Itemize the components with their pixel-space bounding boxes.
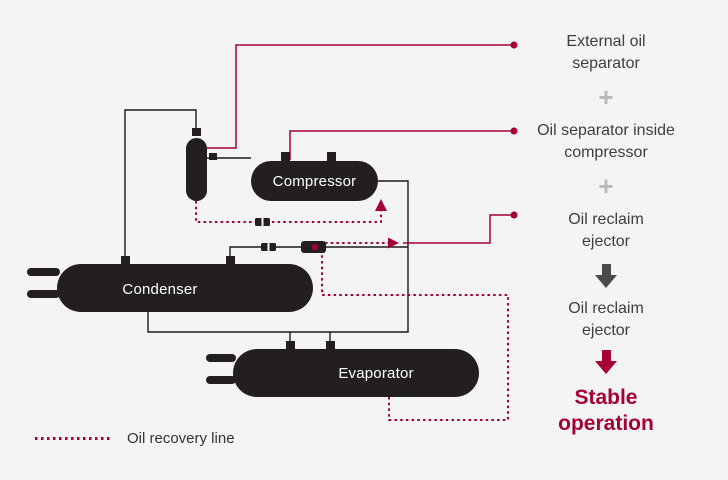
evaporator-stub-pipe xyxy=(206,354,236,362)
condenser-stub-pipe xyxy=(27,268,60,276)
evaporator-stub-pipe xyxy=(206,376,236,384)
annotation-oil-separator-inside-compressor: Oil separator inside compressor xyxy=(537,122,675,161)
legend: Oil recovery line xyxy=(35,430,235,447)
down-arrow-icon xyxy=(595,264,617,288)
leader-dot-icons xyxy=(510,41,518,219)
legend-label: Oil recovery line xyxy=(127,430,235,447)
oil-recovery-lines xyxy=(195,201,509,421)
valve-gaps xyxy=(261,218,270,251)
right-arrow-icon xyxy=(388,237,399,249)
condenser-top-fitting xyxy=(226,256,235,264)
annotation-column: External oil separator + Oil separator i… xyxy=(500,31,712,437)
oil-recovery-line-sample-icon xyxy=(35,437,113,440)
compressor-top-fitting xyxy=(327,152,336,161)
annotation-oil-reclaim-ejector-2: Oil reclaim ejector xyxy=(568,300,644,339)
evaporator-vessel xyxy=(233,349,479,397)
condenser-label: Condenser xyxy=(122,281,198,298)
condenser-stub-pipe xyxy=(27,290,60,298)
condenser-vessel xyxy=(57,264,313,312)
down-arrow-icon xyxy=(595,350,617,374)
evaporator-top-fitting xyxy=(286,341,295,349)
annotation-oil-reclaim-ejector: Oil reclaim ejector xyxy=(568,211,644,250)
annotation-stable-operation: Stable operation xyxy=(558,386,654,435)
leader-lines xyxy=(207,44,514,244)
evaporator-label: Evaporator xyxy=(338,365,414,382)
pipe-fitting xyxy=(209,153,217,160)
oil-line-evaporator-to-ejector xyxy=(321,254,509,421)
annotation-external-oil-separator: External oil separator xyxy=(566,33,646,72)
plus-icon: + xyxy=(598,171,614,201)
compressor-label: Compressor xyxy=(272,173,357,190)
condenser-top-fitting xyxy=(121,256,130,264)
compressor-top-fitting xyxy=(281,152,290,161)
compressor-vessel xyxy=(251,161,378,201)
up-arrow-icon xyxy=(375,199,387,211)
external-oil-separator-vessel xyxy=(186,138,207,201)
separator-top-fitting xyxy=(192,128,201,136)
plus-icon: + xyxy=(598,82,614,112)
vessels xyxy=(27,128,479,397)
oil-line-separator-to-compressor xyxy=(195,201,382,223)
evaporator-top-fitting xyxy=(326,341,335,349)
ejector-dot-icon xyxy=(311,243,319,251)
